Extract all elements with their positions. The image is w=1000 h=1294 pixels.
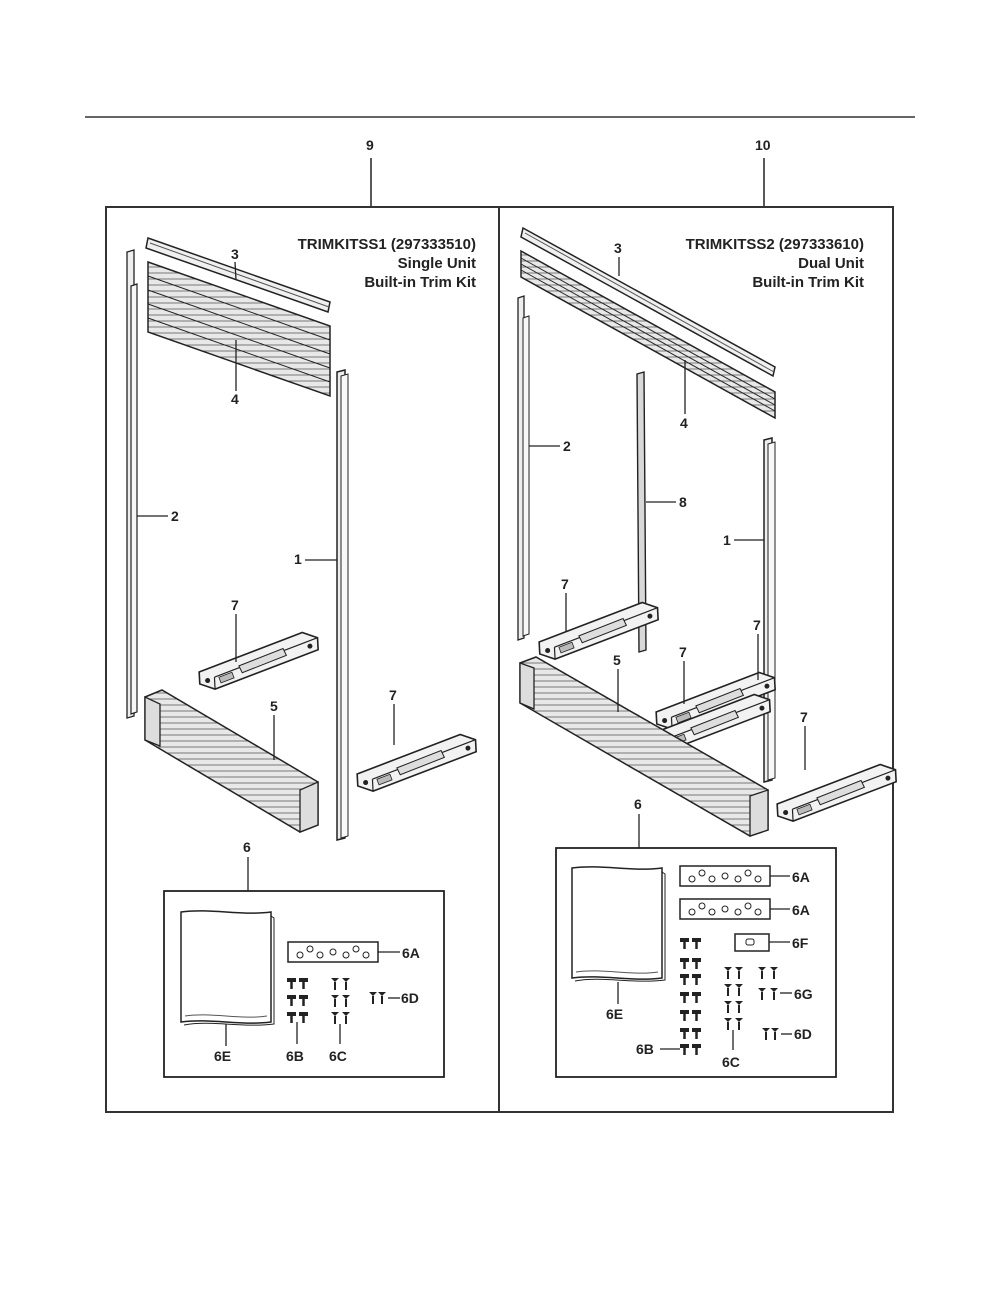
- right-part-6C-screws: [723, 966, 744, 1031]
- right-panel-frame: [498, 206, 894, 1113]
- left-part-7-bracket-lower: [354, 732, 479, 793]
- right-label-4: 4: [680, 415, 688, 431]
- left-part-2-side-trim: [126, 249, 138, 719]
- left-part-5-bottom-grille: [144, 689, 319, 833]
- callout-9: 9: [366, 137, 374, 153]
- left-label-3: 3: [231, 246, 239, 262]
- left-label-6D: 6D: [401, 990, 419, 1006]
- right-label-6: 6: [634, 796, 642, 812]
- right-part-2-side-trim: [517, 295, 530, 641]
- right-label-7c: 7: [679, 644, 687, 660]
- left-label-5: 5: [270, 698, 278, 714]
- right-part-6G-screws: [757, 966, 779, 1001]
- right-label-8: 8: [679, 494, 687, 510]
- left-label-7b: 7: [389, 687, 397, 703]
- right-part-6D-pins: [761, 1027, 780, 1041]
- left-label-6A: 6A: [402, 945, 420, 961]
- right-kit-title-line3: Built-in Trim Kit: [752, 274, 864, 291]
- right-part-5-bottom-grille: [519, 656, 769, 837]
- right-label-3: 3: [614, 240, 622, 256]
- left-label-1: 1: [294, 551, 302, 567]
- right-panel: TRIMKITSS2 (297333610) Dual Unit Built-i…: [517, 226, 899, 1078]
- left-label-2: 2: [171, 508, 179, 524]
- left-label-4: 4: [231, 391, 239, 407]
- right-part-6B-rivets: [678, 936, 703, 1057]
- right-label-7d: 7: [800, 709, 808, 725]
- left-panel: TRIMKITSS1 (297333510) Single Unit Built…: [126, 236, 479, 1078]
- right-part-6A-plate-1: [679, 865, 771, 887]
- right-part-3-top-trim: [520, 226, 776, 378]
- right-label-6E: 6E: [606, 1006, 623, 1022]
- left-label-6B: 6B: [286, 1048, 304, 1064]
- right-part-6F-plate: [734, 933, 770, 952]
- right-hardware-box: [555, 847, 837, 1078]
- right-label-6B: 6B: [636, 1041, 654, 1057]
- left-part-6A-plate: [287, 941, 379, 963]
- right-kit-title-line1: TRIMKITSS2 (297333610): [686, 236, 864, 253]
- left-part-6E-manual: [180, 910, 275, 1026]
- left-part-3-top-trim: [145, 237, 331, 313]
- left-part-6C-screws: [330, 977, 351, 1025]
- right-label-6D: 6D: [794, 1026, 812, 1042]
- right-kit-title-line2: Dual Unit: [798, 255, 864, 272]
- right-label-6C: 6C: [722, 1054, 740, 1070]
- left-kit-title-line1: TRIMKITSS1 (297333510): [298, 236, 476, 253]
- right-label-2: 2: [563, 438, 571, 454]
- left-part-1-side-trim: [336, 369, 349, 841]
- right-part-6A-plate-2: [679, 898, 771, 920]
- left-label-6: 6: [243, 839, 251, 855]
- left-label-6C: 6C: [329, 1048, 347, 1064]
- right-label-6G: 6G: [794, 986, 813, 1002]
- left-part-6D-pins: [368, 991, 387, 1005]
- left-label-7a: 7: [231, 597, 239, 613]
- callout-10: 10: [755, 137, 771, 153]
- right-part-7-bracket-d: [774, 762, 899, 823]
- right-label-7a: 7: [561, 576, 569, 592]
- left-part-7-bracket-upper: [196, 630, 321, 691]
- left-hardware-box: [163, 890, 445, 1078]
- right-part-6E-manual: [571, 866, 666, 982]
- left-kit-title-line2: Single Unit: [398, 255, 476, 272]
- right-label-1: 1: [723, 532, 731, 548]
- left-kit-title-line3: Built-in Trim Kit: [364, 274, 476, 291]
- right-label-6A-2: 6A: [792, 902, 810, 918]
- left-part-6B-rivets: [285, 976, 310, 1025]
- right-label-5: 5: [613, 652, 621, 668]
- right-label-7b: 7: [753, 617, 761, 633]
- left-part-4-grille: [147, 260, 331, 398]
- right-label-6A-1: 6A: [792, 869, 810, 885]
- right-part-4-grille: [520, 249, 776, 420]
- right-part-1-side-trim: [763, 437, 776, 783]
- right-label-6F: 6F: [792, 935, 809, 951]
- right-part-8-center-trim: [636, 371, 647, 653]
- left-label-6E: 6E: [214, 1048, 231, 1064]
